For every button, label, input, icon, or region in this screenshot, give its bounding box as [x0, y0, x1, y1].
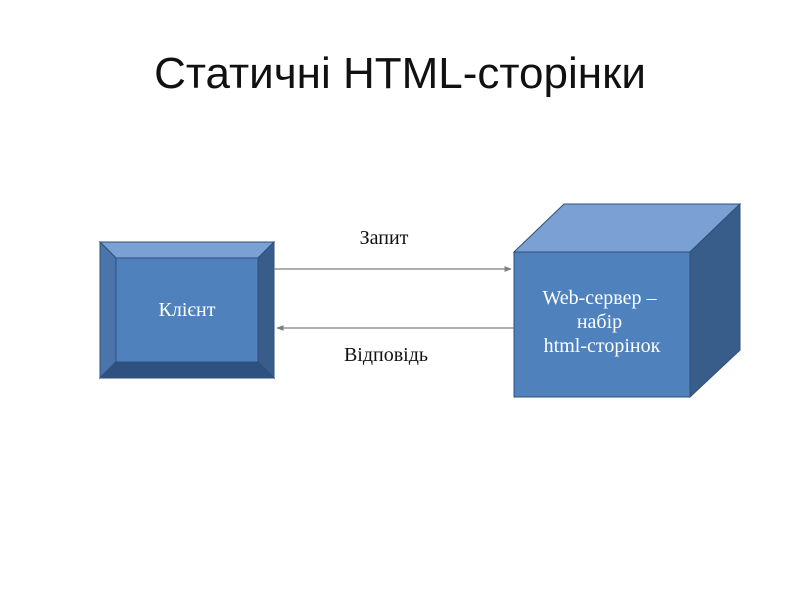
client-bevel-bottom [98, 361, 276, 379]
client-box: Клієнт [98, 240, 276, 380]
client-bevel-top [98, 241, 276, 259]
server-box: Web-сервер – набір html-сторінок [512, 202, 742, 399]
client-face [115, 257, 259, 363]
server-cube-front [513, 251, 691, 398]
server-label-line-3: html-сторінок [544, 335, 661, 357]
response-label: Відповідь [344, 344, 428, 366]
server-label-line-2: набір [577, 311, 622, 333]
request-label: Запит [360, 227, 409, 249]
server-label-line-1: Web-сервер – [542, 287, 657, 309]
client-bevel-left [99, 240, 117, 380]
server-label: Web-сервер – набір html-сторінок [542, 287, 661, 357]
client-label: Клієнт [159, 299, 216, 321]
slide-title: Статичні HTML-сторінки [154, 49, 646, 98]
client-bevel-right [257, 240, 275, 380]
